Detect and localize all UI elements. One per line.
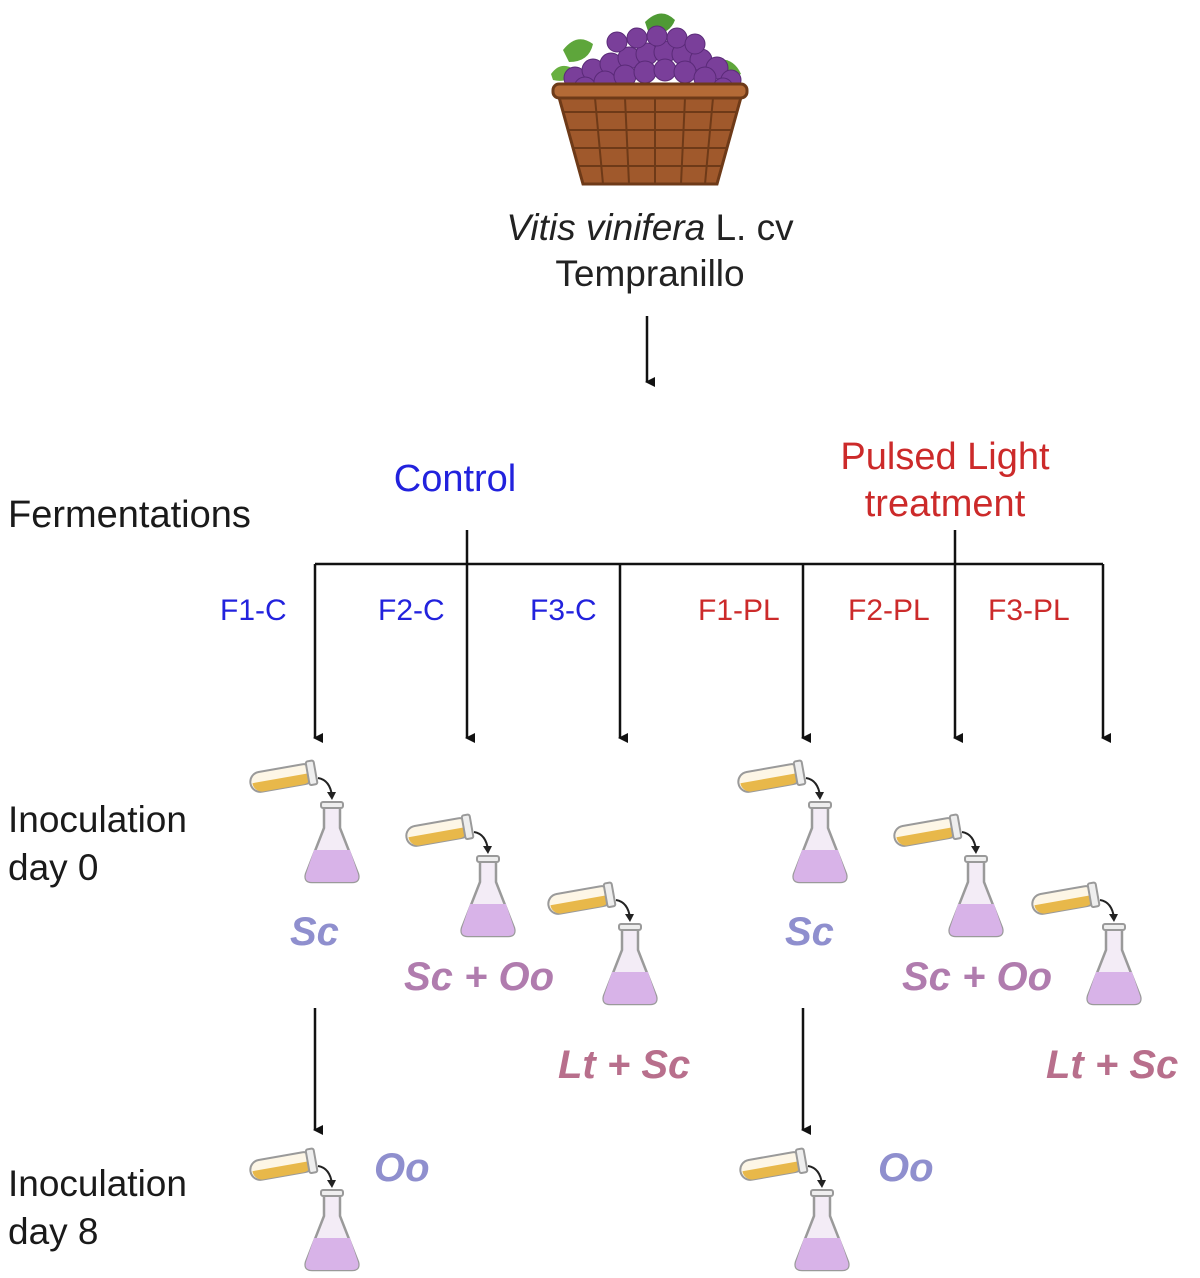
fermentations-label: Fermentations	[8, 494, 251, 536]
pulsed-light-label-line2: treatment	[864, 483, 1026, 525]
inoculation-icon-f3c	[546, 881, 658, 1006]
inoculation-icon-f2c	[404, 813, 516, 938]
grape-basket-icon	[551, 13, 749, 186]
species-authority: L. cv	[715, 207, 794, 248]
fermentation-label-f2-pl: F2-PL	[848, 594, 930, 627]
inoculation-day8-label-line2: day 8	[8, 1211, 99, 1252]
inoculation-icon-f2pl	[892, 813, 1004, 938]
strain-label-f1c: Sc	[290, 910, 339, 954]
strain-label-f1pl-day8: Oo	[878, 1146, 934, 1190]
inoculation-day0-label-line1: Inoculation	[8, 799, 187, 840]
inoculation-icon-f1c	[248, 759, 360, 884]
strain-label-f3c: Lt + Sc	[558, 1043, 691, 1087]
strain-label-f1pl: Sc	[785, 910, 834, 954]
fermentation-label-f1-pl: F1-PL	[698, 594, 780, 627]
pulsed-light-label-line1: Pulsed Light	[840, 436, 1050, 478]
inoculation-icon-f1pl-day8	[738, 1147, 850, 1272]
fermentation-label-f3-c: F3-C	[530, 594, 597, 627]
inoculation-icon-f1pl	[736, 759, 848, 884]
source-species-line: Vitis vinifera L. cv	[450, 206, 850, 250]
strain-label-f2pl: Sc + Oo	[902, 955, 1053, 999]
fermentation-label-f1-c: F1-C	[220, 594, 287, 627]
inoculation-icon-f1c-day8	[248, 1147, 360, 1272]
strain-label-f1c-day8: Oo	[374, 1146, 430, 1190]
control-group-label: Control	[393, 458, 517, 500]
fermentation-label-f2-c: F2-C	[378, 594, 445, 627]
cultivar-name: Tempranillo	[555, 253, 745, 294]
strain-label-f2c: Sc + Oo	[404, 955, 555, 999]
inoculation-day8-label-line1: Inoculation	[8, 1163, 187, 1204]
species-name: Vitis vinifera	[506, 207, 706, 248]
fermentation-label-f3-pl: F3-PL	[988, 594, 1070, 627]
strain-label-f3pl: Lt + Sc	[1046, 1043, 1179, 1087]
inoculation-day0-label-line2: day 0	[8, 847, 99, 888]
